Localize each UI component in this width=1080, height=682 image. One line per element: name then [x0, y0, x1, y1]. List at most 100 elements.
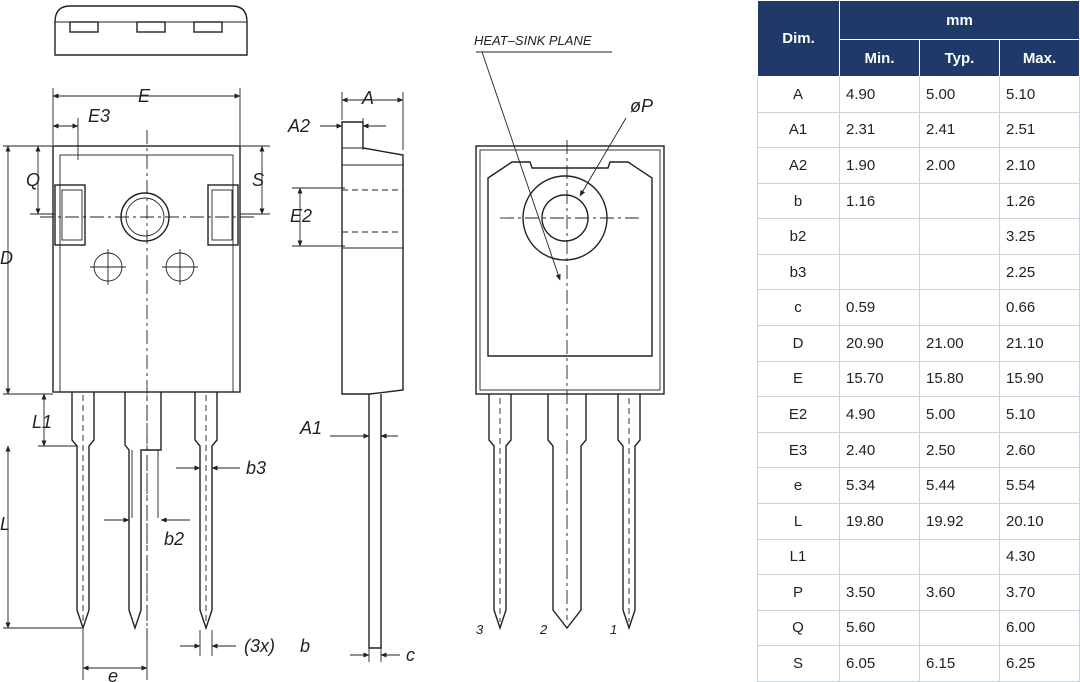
cell-min: 2.31 [839, 111, 920, 149]
label-b3: b3 [246, 458, 266, 478]
cell-dimension: E2 [757, 396, 840, 433]
cell-max: 1.26 [999, 182, 1080, 220]
label-3x: (3x) [244, 636, 275, 656]
label-b: b [300, 636, 310, 656]
cell-typ [919, 609, 1000, 647]
cell-min: 5.34 [839, 467, 920, 504]
cell-dimension: e [757, 467, 840, 504]
max-header: Max. [999, 39, 1080, 77]
cell-typ: 5.00 [919, 396, 1000, 433]
cell-min: 1.16 [839, 182, 920, 220]
cell-min: 15.70 [839, 360, 920, 398]
cell-dimension: A1 [757, 111, 840, 149]
label-L1: L1 [32, 412, 52, 432]
cell-min: 4.90 [839, 76, 920, 113]
cell-dimension: S [757, 645, 840, 682]
cell-min: 20.90 [839, 325, 920, 362]
front-view: E E3 Q S [0, 86, 310, 682]
dim-header: Dim. [757, 0, 840, 77]
side-view: A A2 E2 A1 c [287, 88, 415, 665]
cell-max: 4.30 [999, 538, 1080, 576]
cell-min: 4.90 [839, 396, 920, 433]
cell-min: 3.50 [839, 574, 920, 611]
cell-min [839, 538, 920, 576]
cell-typ: 15.80 [919, 360, 1000, 398]
cell-dimension: Q [757, 609, 840, 647]
cell-max: 2.25 [999, 253, 1080, 291]
cell-max: 21.10 [999, 325, 1080, 362]
label-Q: Q [26, 170, 40, 190]
cell-typ: 19.92 [919, 502, 1000, 540]
cell-max: 3.70 [999, 574, 1080, 611]
cell-dimension: E3 [757, 431, 840, 469]
cell-min: 5.60 [839, 609, 920, 647]
table-row: b3 2.25 [757, 253, 1080, 291]
label-c: c [406, 645, 415, 665]
cell-typ [919, 218, 1000, 255]
cell-typ: 3.60 [919, 574, 1000, 611]
cell-dimension: A [757, 76, 840, 113]
table-row: L1 4.30 [757, 538, 1080, 576]
cell-max: 15.90 [999, 360, 1080, 398]
cell-typ: 5.44 [919, 467, 1000, 504]
cell-typ: 2.50 [919, 431, 1000, 469]
cell-min [839, 218, 920, 255]
cell-typ: 2.00 [919, 147, 1000, 184]
back-view: HEAT–SINK PLANE øP 3 2 1 [474, 33, 665, 637]
cell-max: 5.10 [999, 76, 1080, 113]
cell-dimension: b2 [757, 218, 840, 255]
cell-max: 20.10 [999, 502, 1080, 540]
label-A1: A1 [299, 418, 322, 438]
cell-min [839, 253, 920, 291]
label-S: S [252, 170, 264, 190]
cell-max: 2.60 [999, 431, 1080, 469]
pin-1-label: 1 [610, 622, 617, 637]
cell-dimension: b3 [757, 253, 840, 291]
cell-typ [919, 182, 1000, 220]
cell-dimension: E [757, 360, 840, 398]
unit-header: mm [839, 0, 1080, 40]
cell-min: 2.40 [839, 431, 920, 469]
pin-3-label: 3 [476, 622, 484, 637]
cell-dimension: c [757, 289, 840, 327]
min-header: Min. [839, 39, 920, 77]
table-row: b2 3.25 [757, 218, 1080, 255]
cell-max: 5.10 [999, 396, 1080, 433]
cell-max: 3.25 [999, 218, 1080, 255]
cell-typ [919, 253, 1000, 291]
cell-typ [919, 289, 1000, 327]
label-A: A [361, 88, 374, 108]
label-phiP: øP [630, 96, 653, 116]
label-E2: E2 [290, 206, 312, 226]
top-view [54, 5, 248, 56]
cell-min: 1.90 [839, 147, 920, 184]
label-heat-sink-plane: HEAT–SINK PLANE [474, 33, 592, 48]
label-e: e [108, 666, 118, 682]
cell-min: 0.59 [839, 289, 920, 327]
cell-dimension: D [757, 325, 840, 362]
label-D: D [0, 248, 13, 268]
cell-typ [919, 538, 1000, 576]
package-drawing: E E3 Q S [0, 5, 665, 682]
cell-dimension: b [757, 182, 840, 220]
cell-dimension: L1 [757, 538, 840, 576]
cell-min: 19.80 [839, 502, 920, 540]
cell-max: 2.10 [999, 147, 1080, 184]
cell-typ: 5.00 [919, 76, 1000, 113]
typ-header: Typ. [919, 39, 1000, 77]
